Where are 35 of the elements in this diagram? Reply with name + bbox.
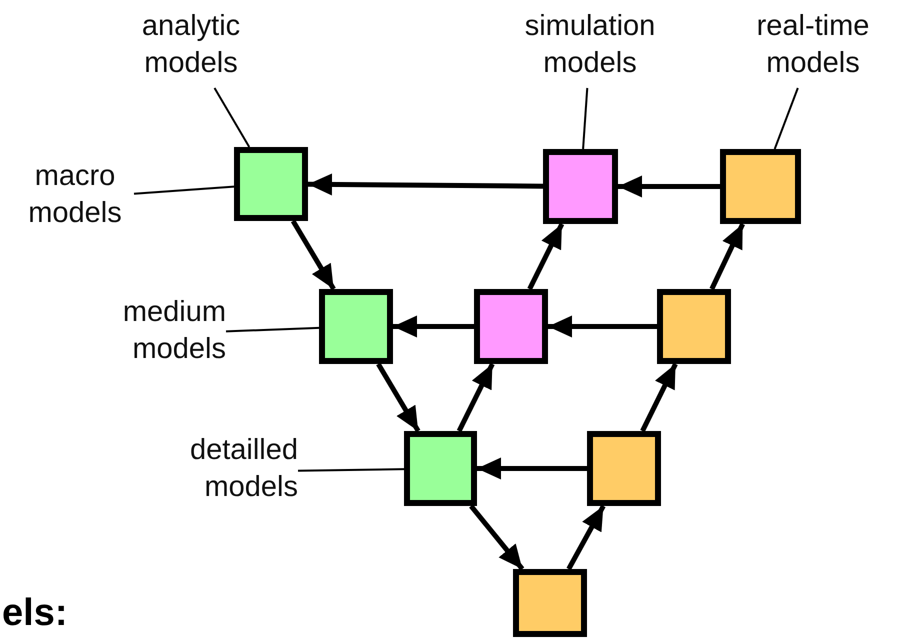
model-box	[474, 289, 548, 364]
category-label: macro models	[16, 158, 134, 238]
category-label: analytic models	[128, 8, 254, 88]
model-box	[657, 289, 731, 364]
arrow	[566, 504, 606, 570]
arrow	[456, 362, 495, 432]
arrow	[477, 458, 587, 480]
leader-line	[226, 326, 320, 332]
category-label: simulation models	[498, 8, 682, 88]
arrow	[308, 174, 544, 196]
arrow	[393, 316, 474, 338]
arrow	[376, 362, 420, 432]
model-box	[587, 431, 661, 506]
arrow	[640, 362, 678, 432]
leader-line	[774, 88, 799, 150]
model-box	[319, 289, 393, 364]
model-box	[234, 147, 308, 221]
heading-fragment: els:	[2, 592, 68, 635]
leader-line	[298, 468, 404, 472]
arrow	[710, 222, 745, 290]
arrow	[548, 316, 657, 338]
model-box	[404, 431, 477, 506]
arrow	[290, 220, 336, 290]
arrow	[527, 222, 564, 290]
model-box	[543, 149, 618, 224]
arrow	[469, 504, 524, 571]
model-box	[720, 149, 801, 224]
category-label: medium models	[86, 294, 226, 374]
category-label: detailled models	[150, 432, 298, 512]
arrow	[618, 176, 720, 198]
model-box	[513, 569, 587, 637]
category-label: real-time models	[734, 8, 892, 88]
leader-line	[214, 88, 250, 148]
leader-line	[134, 186, 234, 195]
leader-line	[582, 88, 588, 150]
